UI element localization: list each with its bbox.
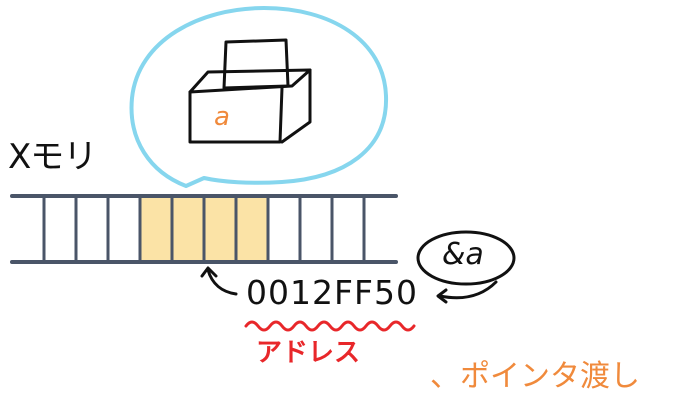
address-caption: アドレス [256,338,361,368]
address-value: 0012FF50 [246,273,418,312]
memory-cell [364,196,396,262]
memory-cell [12,196,44,262]
memory-cell-highlighted [204,196,236,262]
memory-strip [10,194,398,264]
memory-cell [44,196,76,262]
address-operator-circle [416,230,516,286]
memory-cell-highlighted [172,196,204,262]
memory-cell [108,196,140,262]
memory-cell [332,196,364,262]
address-operator: &a [442,237,484,272]
box-icon [188,38,312,144]
variable-name: a [214,102,230,132]
memory-cell [268,196,300,262]
address-arrow [200,266,238,296]
memory-label: Xモリ [8,137,97,177]
operator-arrow [436,280,498,304]
memory-cell [76,196,108,262]
thought-bubble [129,6,389,188]
memory-cell-highlighted [140,196,172,262]
memory-cell-highlighted [236,196,268,262]
footnote-text: 、ポインタ渡し [430,359,640,394]
address-underline [244,320,416,332]
memory-cell [300,196,332,262]
